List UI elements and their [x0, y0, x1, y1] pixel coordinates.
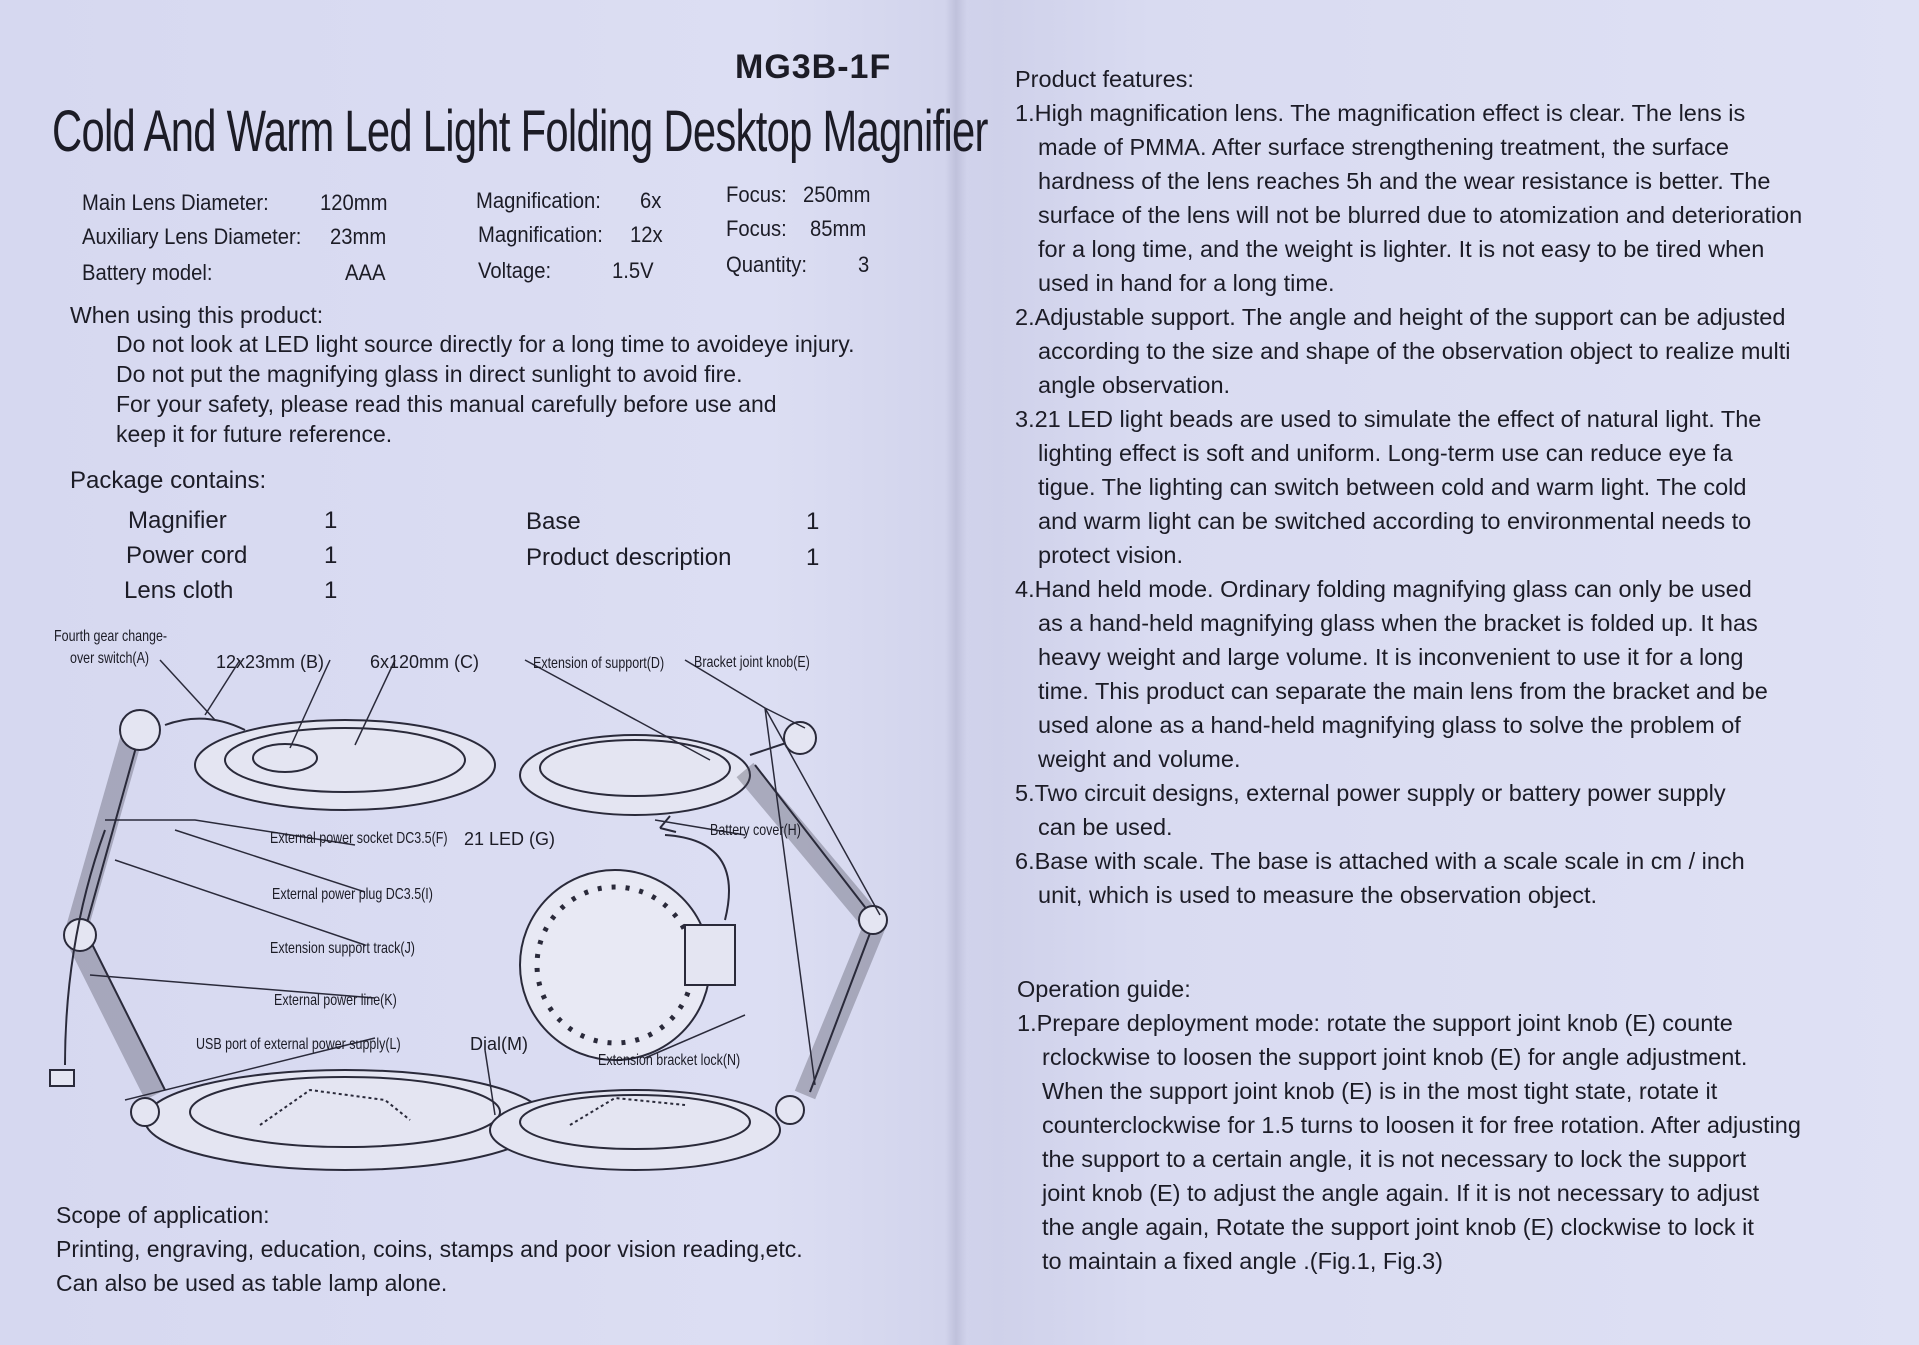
- package-base-qty: 1: [806, 508, 820, 535]
- spec-voltage-value: 1.5V: [612, 258, 654, 283]
- feature-line-24: unit, which is used to measure the obser…: [1038, 882, 1598, 908]
- label-n: Extension bracket lock(N): [598, 1052, 741, 1069]
- feature-line-11: lighting effect is soft and uniform. Lon…: [1038, 440, 1733, 466]
- page-fold: [945, 0, 967, 1345]
- feature-line-12: tigue. The lighting can switch between c…: [1038, 474, 1747, 500]
- guide-heading: Operation guide:: [1017, 976, 1191, 1002]
- label-j: Extension support track(J): [270, 940, 415, 957]
- package-base: Base: [526, 508, 581, 535]
- spec-qty-value: 3: [858, 252, 870, 277]
- label-i: External power plug DC3.5(I): [272, 886, 433, 903]
- guide-line-1: 1.Prepare deployment mode: rotate the su…: [1017, 1010, 1733, 1036]
- label-d: Extension of support(D): [533, 655, 665, 672]
- spec-aux-lens-value: 23mm: [330, 224, 387, 249]
- usage-line-2: Do not put the magnifying glass in direc…: [116, 361, 743, 387]
- spec-main-lens-value: 120mm: [320, 190, 388, 215]
- spec-focus2-value: 85mm: [810, 216, 867, 241]
- spec-voltage-label: Voltage:: [478, 258, 552, 283]
- spec-battery-value: AAA: [345, 260, 386, 285]
- spec-focus2-label: Focus:: [726, 216, 787, 241]
- guide-line-2: rclockwise to loosen the support joint k…: [1042, 1044, 1748, 1070]
- package-description-qty: 1: [806, 544, 820, 571]
- spec-focus1-label: Focus:: [726, 182, 787, 207]
- label-b: 12x23mm (B): [216, 652, 325, 672]
- feature-line-10: 3.21 LED light beads are used to simulat…: [1015, 406, 1762, 432]
- package-power-cord-qty: 1: [324, 542, 338, 569]
- guide-line-7: the angle again, Rotate the support join…: [1042, 1214, 1754, 1240]
- feature-line-22: can be used.: [1038, 814, 1173, 840]
- feature-line-18: time. This product can separate the main…: [1038, 678, 1768, 704]
- feature-line-17: heavy weight and large volume. It is inc…: [1038, 644, 1744, 670]
- spec-focus1-value: 250mm: [803, 182, 871, 207]
- feature-line-9: angle observation.: [1038, 372, 1231, 398]
- package-power-cord: Power cord: [126, 542, 248, 569]
- feature-line-23: 6.Base with scale. The base is attached …: [1015, 848, 1745, 874]
- feature-line-13: and warm light can be switched according…: [1038, 508, 1752, 534]
- label-e: Bracket joint knob(E): [694, 654, 810, 671]
- feature-line-3: hardness of the lens reaches 5h and the …: [1038, 168, 1771, 194]
- label-h: Battery cover(H): [710, 822, 801, 839]
- product-diagram: [49, 659, 888, 1171]
- spec-mag1-label: Magnification:: [476, 188, 601, 213]
- spec-main-lens-label: Main Lens Diameter:: [82, 190, 269, 215]
- spec-qty-label: Quantity:: [726, 252, 808, 277]
- feature-line-2: made of PMMA. After surface strengthenin…: [1038, 134, 1729, 160]
- feature-line-1: 1.High magnification lens. The magnifica…: [1015, 100, 1746, 126]
- guide-line-4: counterclockwise for 1.5 turns to loosen…: [1042, 1112, 1801, 1138]
- package-lens-cloth-qty: 1: [324, 577, 338, 604]
- spec-mag2-value: 12x: [630, 222, 663, 247]
- feature-line-15: 4.Hand held mode. Ordinary folding magni…: [1015, 576, 1752, 602]
- model-number: MG3B-1F: [735, 48, 892, 86]
- guide-line-3: When the support joint knob (E) is in th…: [1042, 1078, 1718, 1104]
- scope-heading: Scope of application:: [56, 1202, 270, 1228]
- scope-line-1: Printing, engraving, education, coins, s…: [56, 1236, 803, 1262]
- label-l: USB port of external power supply(L): [196, 1036, 401, 1053]
- package-description: Product description: [526, 544, 732, 571]
- feature-line-16: as a hand-held magnifying glass when the…: [1038, 610, 1758, 636]
- spec-aux-lens-label: Auxiliary Lens Diameter:: [82, 224, 302, 249]
- feature-line-5: for a long time, and the weight is light…: [1038, 236, 1765, 262]
- spec-mag1-value: 6x: [640, 188, 662, 213]
- package-heading: Package contains:: [70, 467, 267, 494]
- feature-line-7: 2.Adjustable support. The angle and heig…: [1015, 304, 1786, 330]
- feature-line-14: protect vision.: [1038, 542, 1183, 568]
- scope-line-2: Can also be used as table lamp alone.: [56, 1270, 448, 1296]
- feature-line-4: surface of the lens will not be blurred …: [1038, 202, 1803, 228]
- label-c: 6x120mm (C): [370, 652, 480, 672]
- guide-line-5: the support to a certain angle, it is no…: [1042, 1146, 1747, 1172]
- guide-line-6: joint knob (E) to adjust the angle again…: [1042, 1180, 1760, 1206]
- feature-line-19: used alone as a hand-held magnifying gla…: [1038, 712, 1741, 738]
- spec-battery-label: Battery model:: [82, 260, 213, 285]
- feature-line-20: weight and volume.: [1038, 746, 1241, 772]
- label-a-line2: over switch(A): [70, 650, 150, 667]
- usage-heading: When using this product:: [70, 302, 324, 328]
- product-title: Cold And Warm Led Light Folding Desktop …: [52, 99, 988, 164]
- label-k: External power line(K): [274, 992, 397, 1009]
- usage-line-1: Do not look at LED light source directly…: [116, 331, 855, 357]
- label-g: 21 LED (G): [464, 829, 556, 849]
- package-lens-cloth: Lens cloth: [124, 577, 234, 604]
- features-heading: Product features:: [1015, 66, 1194, 92]
- usage-line-3: For your safety, please read this manual…: [116, 391, 777, 417]
- feature-line-21: 5.Two circuit designs, external power su…: [1015, 780, 1726, 806]
- spec-mag2-label: Magnification:: [478, 222, 603, 247]
- usage-line-4: keep it for future reference.: [116, 421, 393, 447]
- package-magnifier: Magnifier: [128, 507, 227, 534]
- guide-line-8: to maintain a fixed angle .(Fig.1, Fig.3…: [1042, 1248, 1444, 1274]
- feature-line-8: according to the size and shape of the o…: [1038, 338, 1791, 364]
- feature-line-6: used in hand for a long time.: [1038, 270, 1335, 296]
- label-f: External power socket DC3.5(F): [270, 830, 448, 847]
- package-magnifier-qty: 1: [324, 507, 338, 534]
- label-m: Dial(M): [470, 1034, 528, 1054]
- label-a-line1: Fourth gear change-: [54, 628, 168, 645]
